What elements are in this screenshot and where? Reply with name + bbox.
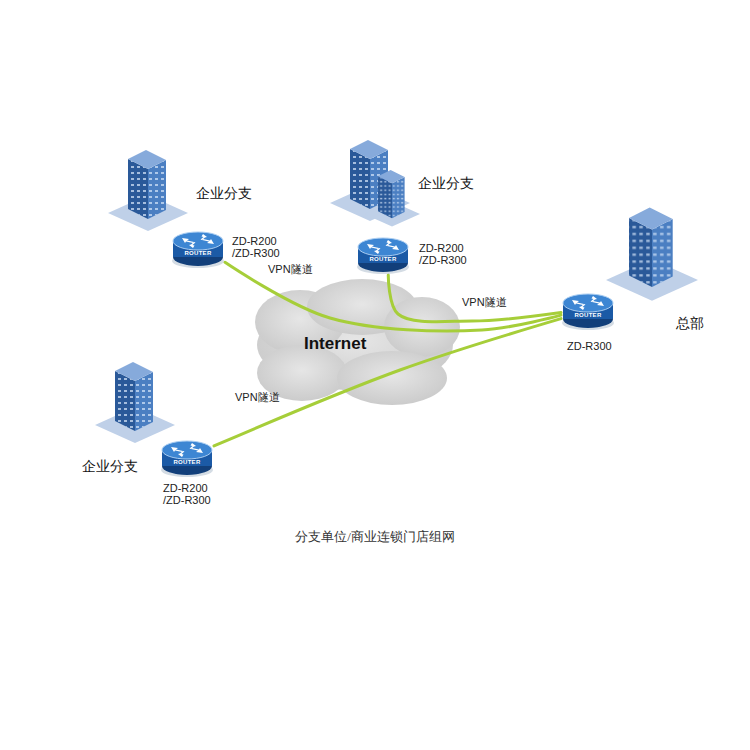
- router-icon: [357, 238, 409, 274]
- caption: 分支单位/商业连锁门店组网: [0, 528, 750, 546]
- model-label: ZD-R200 /ZD-R300: [232, 235, 294, 259]
- router-badge: ROUTER: [357, 256, 409, 263]
- site-label: 总部: [676, 315, 704, 333]
- router-node: ROUTERZD-R300: [562, 290, 614, 330]
- router-icon: [172, 228, 224, 268]
- illustration-part: [364, 170, 420, 227]
- vpn-tunnel: [214, 319, 561, 446]
- router-badge: ROUTER: [172, 250, 224, 257]
- edge-label-anchor: VPN隧道: [235, 390, 280, 405]
- tunnel-label: VPN隧道: [235, 390, 280, 405]
- site-label: 企业分支: [82, 458, 138, 476]
- tunnel-label: VPN隧道: [462, 295, 507, 310]
- label-anchor: 总部: [676, 315, 704, 333]
- router-icon: [161, 441, 213, 477]
- building-icon: [108, 150, 188, 231]
- cloud-node: Internet: [304, 334, 366, 354]
- label-anchor: 企业分支: [418, 175, 474, 193]
- model-label: ZD-R300: [567, 340, 629, 352]
- label-anchor: 企业分支: [196, 185, 252, 203]
- router-icon: [172, 232, 224, 268]
- illustration-part: [384, 297, 460, 357]
- caption-anchor: 分支单位/商业连锁门店组网: [0, 528, 750, 546]
- edge-label-anchor: VPN隧道: [462, 295, 507, 310]
- tunnel-label: VPN隧道: [268, 262, 313, 277]
- building-icon: [95, 362, 175, 443]
- site-label: 企业分支: [196, 185, 252, 203]
- router-icon: [357, 234, 409, 274]
- cloud-label: Internet: [304, 334, 366, 354]
- router-node: ROUTERZD-R200 /ZD-R300: [357, 234, 409, 274]
- site-label: 企业分支: [418, 175, 474, 193]
- router-icon: [562, 294, 614, 330]
- router-badge: ROUTER: [161, 459, 213, 466]
- router-badge: ROUTER: [562, 312, 614, 319]
- model-label: ZD-R200 /ZD-R300: [419, 242, 481, 266]
- router-icon: [161, 437, 213, 477]
- router-node: ROUTERZD-R200 /ZD-R300: [161, 437, 213, 477]
- building-icon: [330, 140, 420, 227]
- router-node: ROUTERZD-R200 /ZD-R300: [172, 228, 224, 268]
- router-icon: [562, 290, 614, 330]
- label-anchor: 企业分支: [82, 458, 138, 476]
- edge-label-anchor: VPN隧道: [268, 262, 313, 277]
- vpn-tunnel: [388, 275, 561, 322]
- model-label: ZD-R200 /ZD-R300: [163, 482, 225, 506]
- building-icon: [606, 208, 698, 301]
